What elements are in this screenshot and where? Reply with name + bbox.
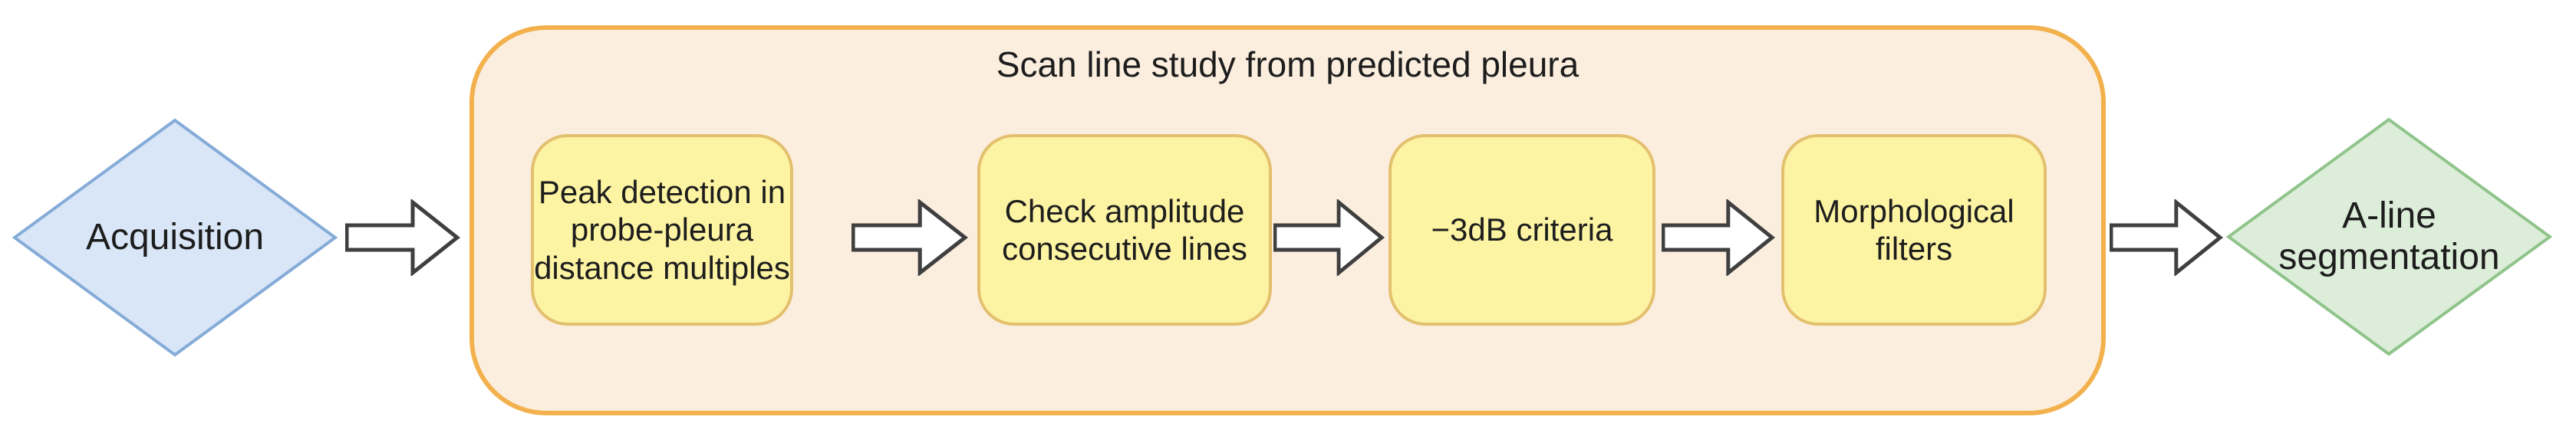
end-diamond: A-line segmentation — [2226, 117, 2552, 356]
start-diamond: Acquisition — [12, 118, 338, 357]
flow-arrow-3 — [1273, 199, 1385, 276]
right-arrow-icon — [852, 199, 968, 276]
flow-arrow-4 — [1662, 199, 1775, 276]
right-arrow-icon — [345, 199, 460, 276]
step-box-morphological-filters: Morphological filters — [1781, 134, 2047, 326]
flow-arrow-5 — [2110, 199, 2223, 276]
end-diamond-label: A-line segmentation — [2278, 195, 2500, 277]
scanline-study-title: Scan line study from predicted pleura — [996, 44, 1580, 84]
flow-arrow-1 — [345, 199, 460, 276]
start-diamond-label: Acquisition — [85, 217, 265, 258]
flow-arrow-2 — [852, 199, 968, 276]
diamond-shape-icon — [2226, 117, 2552, 356]
step-box-3db-criteria: −3dB criteria — [1388, 134, 1655, 326]
right-arrow-icon — [1662, 199, 1775, 276]
diamond-shape-icon — [12, 118, 338, 357]
step-box-amplitude-check: Check amplitude consecutive lines — [977, 134, 1272, 326]
right-arrow-icon — [2110, 199, 2223, 276]
step-box-peak-detection: Peak detection in probe-pleura distance … — [531, 134, 793, 326]
right-arrow-icon — [1273, 199, 1385, 276]
